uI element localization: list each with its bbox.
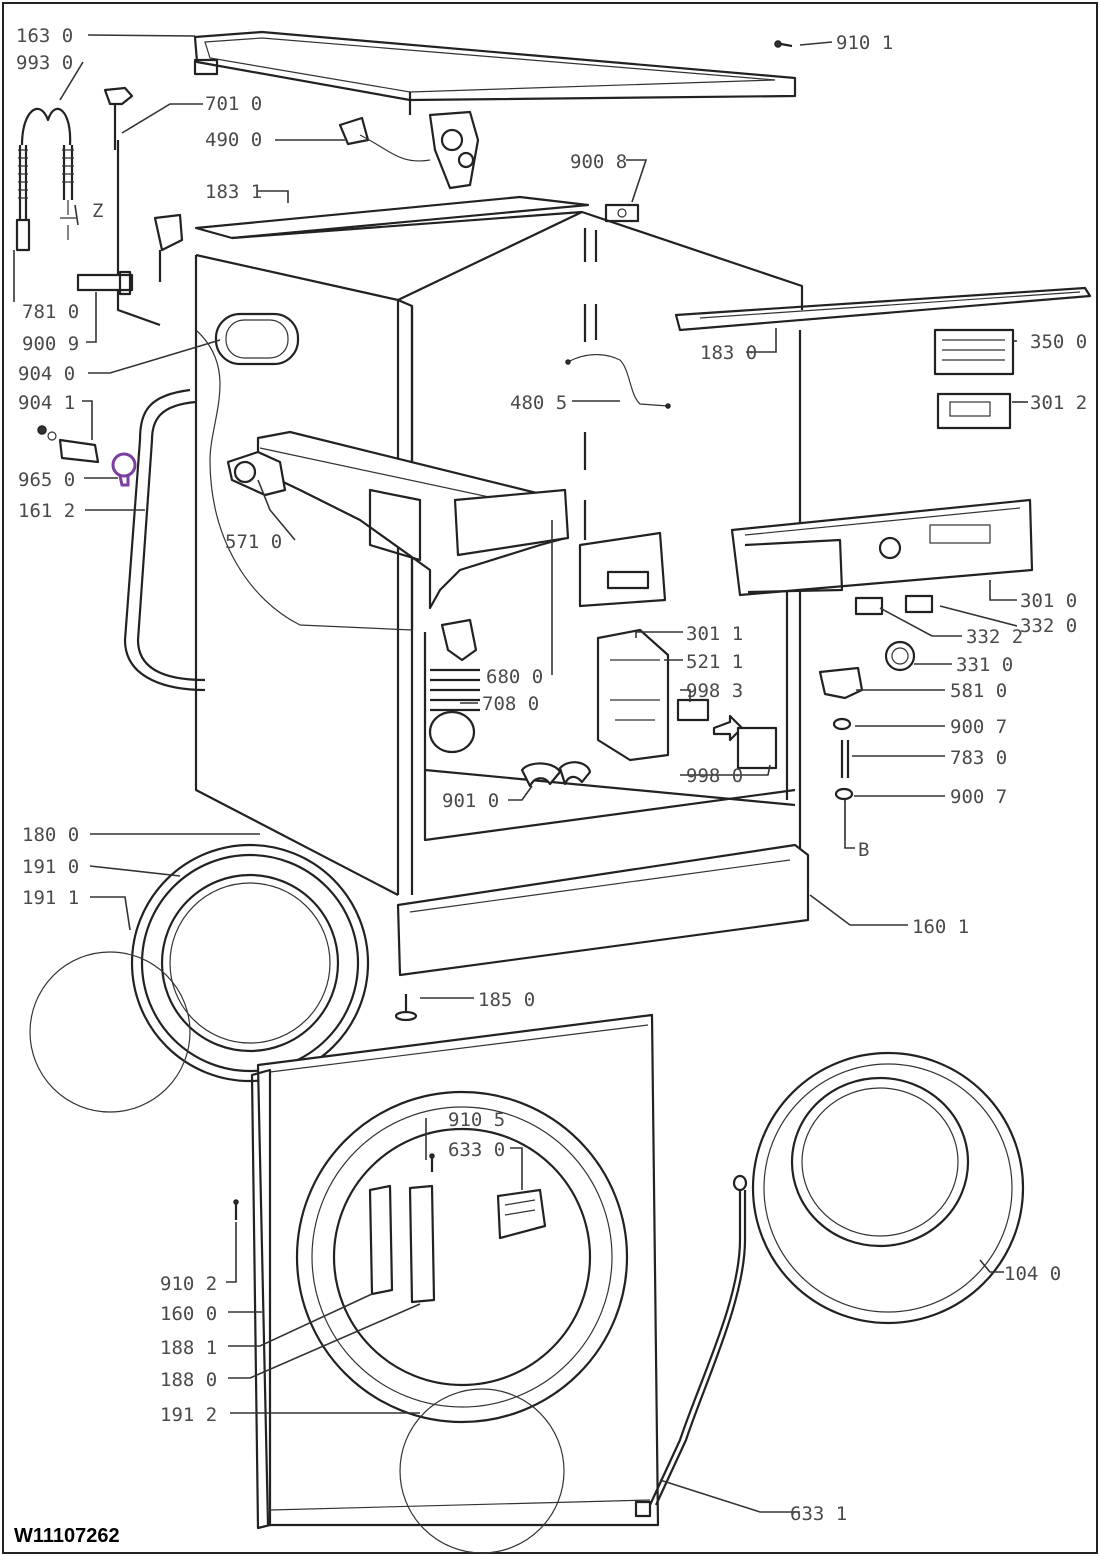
label-701-0: 701 0 [205, 93, 262, 115]
handle-panel [578, 531, 667, 608]
detergent-dispenser [226, 430, 570, 610]
plinth [396, 843, 810, 977]
label-490-0: 490 0 [205, 129, 262, 151]
knob-rod [103, 86, 161, 327]
label-910-5: 910 5 [448, 1109, 505, 1131]
part-labels: 163 0 993 0 701 0 490 0 910 1 900 8 183 … [16, 25, 1087, 1525]
label-900-7-upper: 900 7 [950, 716, 1007, 738]
label-188-1: 188 1 [160, 1337, 217, 1359]
detail-circle-191-1 [29, 951, 191, 1113]
label-910-2: 910 2 [160, 1273, 217, 1295]
label-633-1: 633 1 [790, 1503, 847, 1525]
leader-lines [13, 34, 1028, 1513]
label-301-2: 301 2 [1030, 392, 1087, 414]
hose-clip [76, 270, 134, 296]
label-180-0: 180 0 [22, 824, 79, 846]
detail-circle-191-2 [399, 1388, 565, 1554]
cabinet [194, 210, 804, 896]
inlet-valve [338, 110, 480, 190]
label-160-1: 160 1 [912, 916, 969, 938]
label-183-0: 183 0 [700, 342, 757, 364]
label-188-0: 188 0 [160, 1369, 217, 1391]
label-161-2: 161 2 [18, 500, 75, 522]
vent-fitting [153, 213, 184, 282]
label-998-3: 998 3 [686, 680, 743, 702]
small-screws [233, 1153, 435, 1220]
label-350-0: 350 0 [1030, 331, 1087, 353]
label-301-0: 301 0 [1020, 590, 1077, 612]
label-521-1: 521 1 [686, 651, 743, 673]
label-104-0: 104 0 [1004, 1263, 1061, 1285]
label-480-5: 480 5 [510, 392, 567, 414]
label-301-1: 301 1 [686, 623, 743, 645]
foot [394, 994, 418, 1022]
door-cable [634, 1174, 748, 1518]
label-901-0: 901 0 [442, 790, 499, 812]
marker-b: B [858, 839, 869, 861]
bracket-900-8 [604, 203, 640, 223]
label-331-0: 331 0 [956, 654, 1013, 676]
bearing-set [37, 425, 137, 487]
label-900-8: 900 8 [570, 151, 627, 173]
door-ring [130, 843, 370, 1083]
label-965-0: 965 0 [18, 469, 75, 491]
label-191-0: 191 0 [22, 856, 79, 878]
pressure-switch [818, 666, 864, 840]
label-332-2: 332 2 [966, 626, 1023, 648]
door-assembly [751, 1051, 1025, 1325]
label-183-1: 183 1 [205, 181, 262, 203]
rear-strip [194, 195, 590, 240]
wire-harness [565, 354, 671, 409]
label-332-0: 332 0 [1020, 615, 1077, 637]
door-handle-parts [368, 1184, 436, 1304]
label-163-0: 163 0 [16, 25, 73, 47]
label-191-2: 191 2 [160, 1404, 217, 1426]
label-185-0: 185 0 [478, 989, 535, 1011]
label-904-1: 904 1 [18, 392, 75, 414]
buttons-knob [854, 594, 934, 672]
clamps [520, 761, 592, 788]
label-680-0: 680 0 [486, 666, 543, 688]
label-781-0: 781 0 [22, 301, 79, 323]
label-998-0: 998 0 [686, 765, 743, 787]
label-581-0: 581 0 [950, 680, 1007, 702]
front-rail [674, 286, 1092, 332]
top-screw [774, 40, 793, 48]
door-lock [596, 628, 670, 762]
label-910-1: 910 1 [836, 32, 893, 54]
label-160-0: 160 0 [160, 1303, 217, 1325]
label-708-0: 708 0 [482, 693, 539, 715]
door-seal [123, 388, 206, 692]
door-hinge [496, 1188, 547, 1240]
document-id: W11107262 [14, 1525, 120, 1547]
label-904-0: 904 0 [18, 363, 75, 385]
drain-pump [428, 618, 480, 754]
label-plates [676, 698, 778, 770]
control-panel [730, 498, 1034, 597]
marker-z: Z [92, 200, 103, 222]
top-cover [193, 30, 797, 115]
label-900-9: 900 9 [22, 333, 79, 355]
label-783-0: 783 0 [950, 747, 1007, 769]
control-boards [933, 328, 1015, 430]
label-633-0: 633 0 [448, 1139, 505, 1161]
label-571-0: 571 0 [225, 531, 282, 553]
label-900-7-lower: 900 7 [950, 786, 1007, 808]
label-993-0: 993 0 [16, 52, 73, 74]
front-panel [250, 1013, 660, 1530]
hose-assembly [15, 107, 76, 252]
back-opening [214, 312, 300, 366]
label-191-1: 191 1 [22, 887, 79, 909]
